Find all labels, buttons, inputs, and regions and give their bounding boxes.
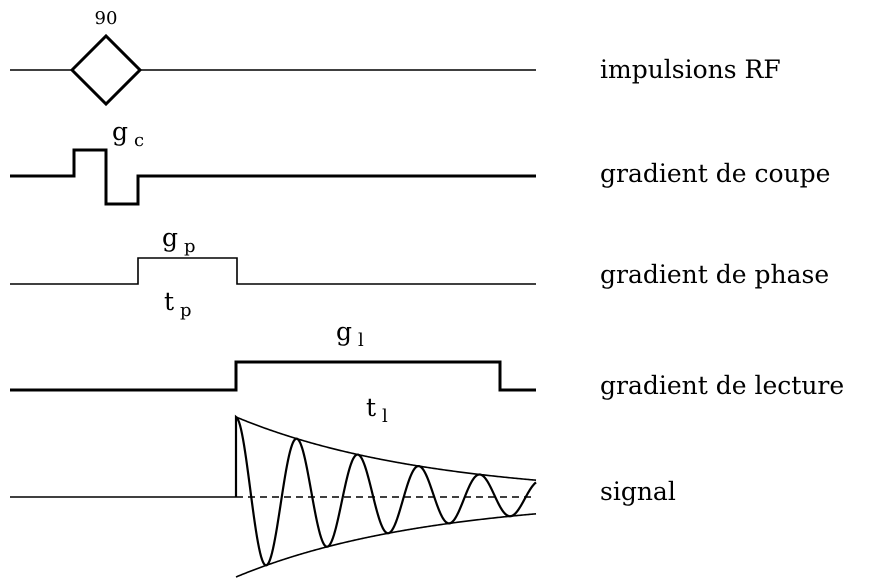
signal-fid-waveform: [234, 414, 537, 567]
signal-row: signal: [10, 414, 676, 578]
rf-row-label: impulsions RF: [600, 55, 781, 84]
readout-row-label: gradient de lecture: [600, 371, 844, 400]
slice-row-label: gradient de coupe: [600, 159, 830, 188]
rf-90-pulse: [69, 33, 143, 107]
signal-upper-envelope: [235, 416, 537, 481]
phase-row-label: gradient de phase: [600, 260, 829, 289]
readout-gradient-waveform: [10, 360, 536, 392]
rf-flip-angle-label: 90: [95, 8, 118, 29]
rf-pulse-row: 90 impulsions RF: [10, 8, 781, 107]
slice-gradient-waveform: [10, 148, 536, 206]
signal-lower-envelope: [235, 513, 537, 578]
phase-gradient-waveform: [10, 257, 536, 285]
signal-row-label: signal: [600, 477, 676, 506]
